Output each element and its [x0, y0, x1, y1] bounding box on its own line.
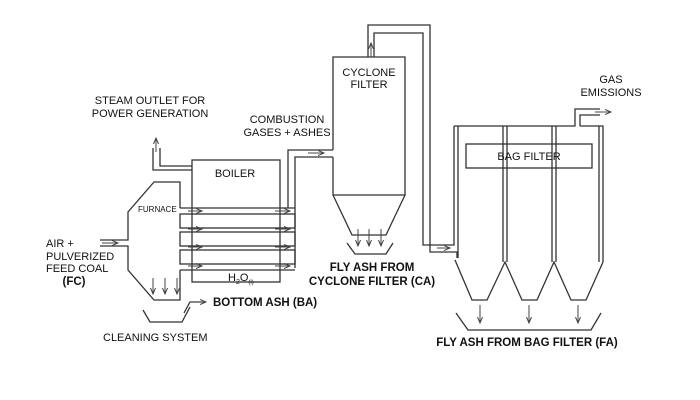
- combustion-gases-label: COMBUSTION: [250, 114, 325, 126]
- cyclone-to-bag-pipe: [367, 24, 458, 258]
- boiler-label: BOILER: [215, 168, 255, 180]
- furnace: [100, 181, 181, 301]
- feed-label-4: (FC): [63, 276, 86, 288]
- cleaning-system: [142, 302, 206, 323]
- steam-outlet-label: STEAM OUTLET FOR: [95, 95, 205, 107]
- steam-outlet-pipe: [152, 138, 192, 171]
- boiler: [191, 159, 281, 283]
- gas-emissions-label: GAS: [599, 74, 622, 86]
- combustion-gases-label-2: GASES + ASHES: [243, 127, 330, 139]
- heat-exchanger-tubes: [179, 207, 296, 271]
- cyclone-label: CYCLONE: [342, 67, 395, 79]
- bag-filter: [465, 143, 593, 169]
- cleaning-system-label: CLEANING SYSTEM: [103, 332, 208, 344]
- water-label: H2O(l): [228, 272, 254, 286]
- furnace-ash-arrows: [153, 278, 177, 294]
- combustion-gas-pipe: [287, 149, 333, 268]
- furnace-label: FURNACE: [138, 205, 177, 214]
- cyclone-filter: [332, 56, 406, 255]
- bottom-ash-label: BOTTOM ASH (BA): [213, 297, 317, 309]
- gas-emissions-label-2: EMISSIONS: [580, 87, 641, 99]
- feed-label-2: PULVERIZED: [46, 251, 114, 263]
- steam-outlet-label-2: POWER GENERATION: [92, 108, 209, 120]
- fly-ash-cyclone-label: FLY ASH FROM: [330, 262, 415, 274]
- bag-filter-label: BAG FILTER: [497, 151, 560, 163]
- bag-filter-ash-arrows: [455, 305, 602, 331]
- feed-label-1: AIR +: [46, 238, 74, 250]
- fly-ash-cyclone-label-2: CYCLONE FILTER (CA): [309, 276, 435, 288]
- cyclone-label-2: FILTER: [350, 79, 387, 91]
- feed-label-3: FEED COAL: [46, 263, 108, 275]
- bag-filter-housing: [454, 108, 611, 301]
- fly-ash-bag-label: FLY ASH FROM BAG FILTER (FA): [436, 337, 618, 349]
